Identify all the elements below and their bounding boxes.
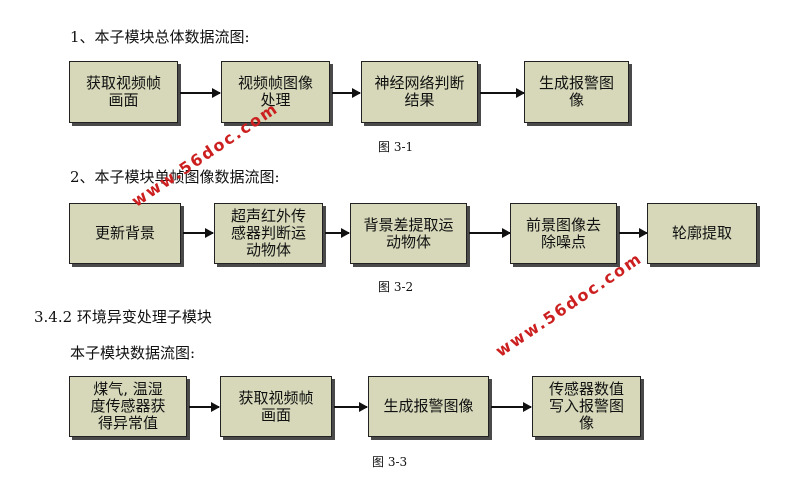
flow-arrow (334, 402, 368, 412)
watermark: www.56doc.com (492, 248, 646, 361)
flow-box: 生成报警图 像 (524, 61, 629, 123)
section2-heading: 2、本子模块单帧图像数据流图: (70, 168, 280, 186)
flow-box: 传感器数值 写入报警图 像 (532, 376, 641, 437)
figure-caption: 图 3-2 (378, 280, 414, 294)
flow-box: 神经网络判断 结果 (361, 61, 478, 123)
figure-caption: 图 3-1 (378, 140, 414, 154)
flow-box: 超声红外传 感器判断运 动物体 (214, 203, 323, 264)
flow-box: 更新背景 (69, 203, 181, 264)
subsection-title: 3.4.2 环境异变处理子模块 (34, 308, 212, 326)
flow-box: 获取视频帧 画面 (220, 376, 332, 437)
figure-caption: 图 3-3 (372, 455, 408, 469)
flow-arrow (332, 88, 361, 98)
flow-arrow (619, 228, 648, 238)
flow-arrow (189, 402, 220, 412)
flow-box: 获取视频帧 画面 (69, 61, 178, 123)
flow-arrow (469, 228, 511, 238)
flow-box: 生成报警图像 (368, 376, 489, 437)
section3-heading: 本子模块数据流图: (70, 344, 196, 362)
flow-arrow (180, 88, 221, 98)
flow-arrow (491, 402, 532, 412)
flow-box: 煤气, 温湿 度传感器获 得异常值 (69, 376, 187, 437)
flow-box: 视频帧图像 处理 (221, 61, 330, 123)
flow-arrow (325, 228, 350, 238)
section1-heading: 1、本子模块总体数据流图: (70, 28, 250, 46)
flow-arrow (183, 228, 214, 238)
flow-box: 轮廓提取 (647, 203, 757, 264)
flow-arrow (480, 88, 525, 98)
flow-box: 前景图像去 除噪点 (510, 203, 617, 264)
flow-box: 背景差提取运 动物体 (350, 203, 467, 264)
